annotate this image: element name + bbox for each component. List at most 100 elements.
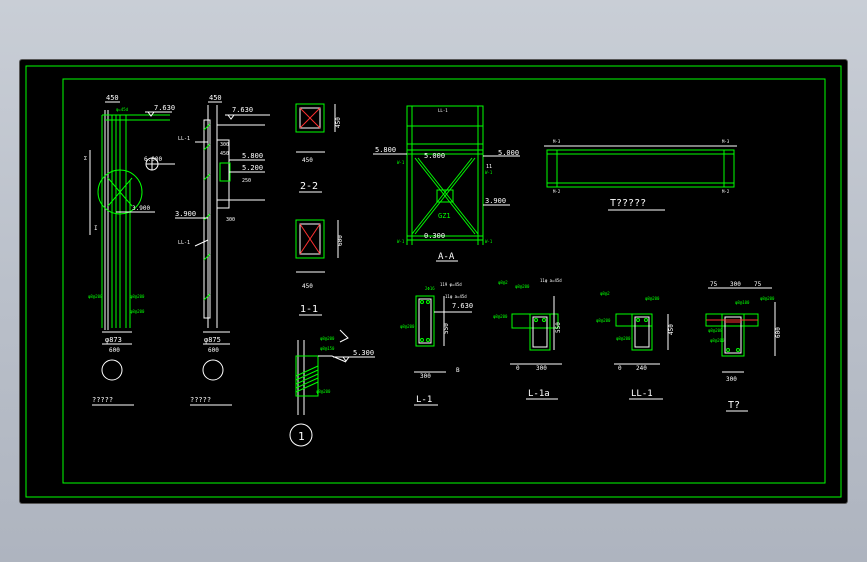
svg-text:I: I (94, 225, 98, 232)
t-top-a: 75 (710, 281, 718, 288)
s1-caption: ????? (92, 396, 113, 404)
d1-elev: 5.300 (353, 349, 374, 357)
ll1-height: 450 (668, 324, 675, 335)
t-top-c: 75 (754, 281, 762, 288)
aa-label-w: W-1 (397, 160, 405, 165)
section-1-1: 450 600 1-1 (295, 219, 344, 316)
s2-pile-width: 600 (208, 347, 219, 354)
l1-width: 300 (420, 373, 431, 380)
svg-text:φ8@200: φ8@200 (645, 296, 660, 301)
ll1-width: 240 (636, 365, 647, 372)
svg-text:Σ: Σ (84, 156, 87, 162)
section-l-1a: 11φ a=45d φ8@2 φ8@200 φ8@200 550 0 300 L… (493, 278, 562, 400)
svg-text:W-1: W-1 (397, 239, 405, 244)
s22-label: 2-2 (300, 181, 318, 192)
aa-elev-right: 5.000 (498, 149, 519, 157)
s1-elev-mid: 6.000 (144, 156, 162, 163)
s1-pile-diam: φ873 (105, 336, 122, 344)
l1-tag-b: B (456, 367, 460, 374)
t-label: T? (728, 400, 740, 411)
svg-text:φ8@200: φ8@200 (760, 296, 775, 301)
elevation-a-a: LL-1 GZ1 5.800 5.000 5.000 11 W-1 W-1 W-… (373, 105, 520, 262)
aa-elev-mid: 5.000 (424, 152, 445, 160)
s22-height: 450 (335, 117, 342, 128)
aa-label: A-A (438, 252, 455, 262)
s22-width: 450 (302, 157, 313, 164)
l1-label: L-1 (416, 395, 432, 405)
s2-label-ll1: LL-1 (178, 136, 190, 142)
svg-text:φ8@200: φ8@200 (515, 284, 530, 289)
beam-t-elevation: M-3 M-3 M-2 M-2 T????? (544, 139, 737, 211)
section-l-1: φ8@200 2Φ16 119 φ=45d 11φ a=45d 7.630 55… (400, 282, 473, 406)
svg-text:φ8@200: φ8@200 (710, 338, 725, 343)
svg-text:2Φ16: 2Φ16 (425, 286, 435, 291)
l1-elev: 7.630 (452, 302, 473, 310)
aa-elev-left: 5.800 (375, 146, 396, 154)
inner-frame (62, 78, 826, 484)
l1-height: 550 (443, 323, 450, 334)
l1a-width: 300 (536, 365, 547, 372)
s2-pile-diam: φ875 (204, 336, 221, 344)
l1a-note: 11φ a=45d (540, 278, 562, 283)
s2-top-dim: 450 (209, 94, 222, 102)
bt-tag-a: M-3 (553, 139, 561, 144)
s2-elev-a: 5.800 (242, 152, 263, 160)
column-section-2: 450 7.630 LL-1 300 450 5.800 5.200 250 3… (175, 94, 270, 406)
svg-text:φ8@200: φ8@200 (88, 294, 103, 299)
svg-text:φ8@200: φ8@200 (130, 309, 145, 314)
t-top-b: 300 (730, 281, 741, 288)
l1a-label: L-1a (528, 389, 550, 399)
svg-text:W-1: W-1 (485, 170, 493, 175)
s2-elev-top: 7.630 (232, 106, 253, 114)
s2-dim-d: 300 (226, 217, 235, 223)
svg-text:φ8@200: φ8@200 (316, 389, 331, 394)
svg-text:LL-1: LL-1 (178, 240, 190, 246)
s1-pile-width: 600 (109, 347, 120, 354)
aa-tag-11: 11 (486, 164, 492, 170)
l1a-dim0: 0 (516, 365, 520, 372)
ll1-label: LL-1 (631, 389, 653, 399)
bt-tag-b: M-2 (553, 189, 561, 194)
column-section-1: 450 7.630 φ=45d 6.000 3.900 Σ I φ8@200 φ… (84, 94, 175, 406)
s2-dim-a: 300 (220, 142, 229, 148)
cad-drawing: 450 7.630 φ=45d 6.000 3.900 Σ I φ8@200 φ… (25, 65, 842, 498)
aa-elev-bottom: 0.300 (424, 232, 445, 240)
svg-text:φ8@200: φ8@200 (708, 328, 723, 333)
s11-width: 450 (302, 283, 313, 290)
svg-text:φ8@200: φ8@200 (596, 318, 611, 323)
t-width: 300 (726, 376, 737, 383)
svg-text:φ8@200: φ8@200 (400, 324, 415, 329)
aa-label-gz: GZ1 (438, 212, 451, 220)
svg-text:φ8@2: φ8@2 (498, 280, 508, 285)
s1-elev-low: 3.900 (132, 205, 150, 212)
l1-note-a: 119 φ=45d (440, 282, 462, 287)
s2-dim-c: 250 (242, 178, 251, 184)
s2-elev-b: 5.200 (242, 164, 263, 172)
ll1-dim0: 0 (618, 365, 622, 372)
t-height: 600 (775, 327, 782, 338)
bt-label: T????? (610, 198, 646, 209)
svg-text:M-3: M-3 (722, 139, 730, 144)
section-ll-1: φ8@2 φ8@200 φ8@200 φ8@200 450 0 240 LL-1 (596, 291, 675, 400)
section-t: 75 300 75 φ8@100 φ8@200 φ8@200 φ8@200 60… (705, 281, 782, 412)
aa-elev-side: 3.900 (485, 197, 506, 205)
detail-1: 5.300 φ8@200 φ8@150 φ8@200 1 (289, 329, 375, 447)
s11-label: 1-1 (300, 304, 318, 315)
svg-text:φ8@100: φ8@100 (735, 300, 750, 305)
svg-text:φ8@200: φ8@200 (320, 336, 335, 341)
d1-label: 1 (298, 430, 305, 443)
svg-text:φ8@200: φ8@200 (493, 314, 508, 319)
svg-text:M-2: M-2 (722, 189, 730, 194)
svg-text:φ8@200: φ8@200 (130, 294, 145, 299)
aa-label-ll1: LL-1 (438, 108, 448, 113)
drawing-sheet: 450 7.630 φ=45d 6.000 3.900 Σ I φ8@200 φ… (20, 60, 847, 503)
svg-text:φ8@150: φ8@150 (320, 346, 335, 351)
s1-top-dim: 450 (106, 94, 119, 102)
s2-dim-b: 450 (220, 151, 229, 157)
svg-text:φ=45d: φ=45d (116, 107, 129, 112)
svg-text:W-1: W-1 (485, 239, 493, 244)
l1a-height: 550 (555, 322, 562, 333)
l1-note-b: 11φ a=45d (445, 294, 467, 299)
svg-text:φ8@200: φ8@200 (616, 336, 631, 341)
s11-height: 600 (337, 235, 344, 246)
